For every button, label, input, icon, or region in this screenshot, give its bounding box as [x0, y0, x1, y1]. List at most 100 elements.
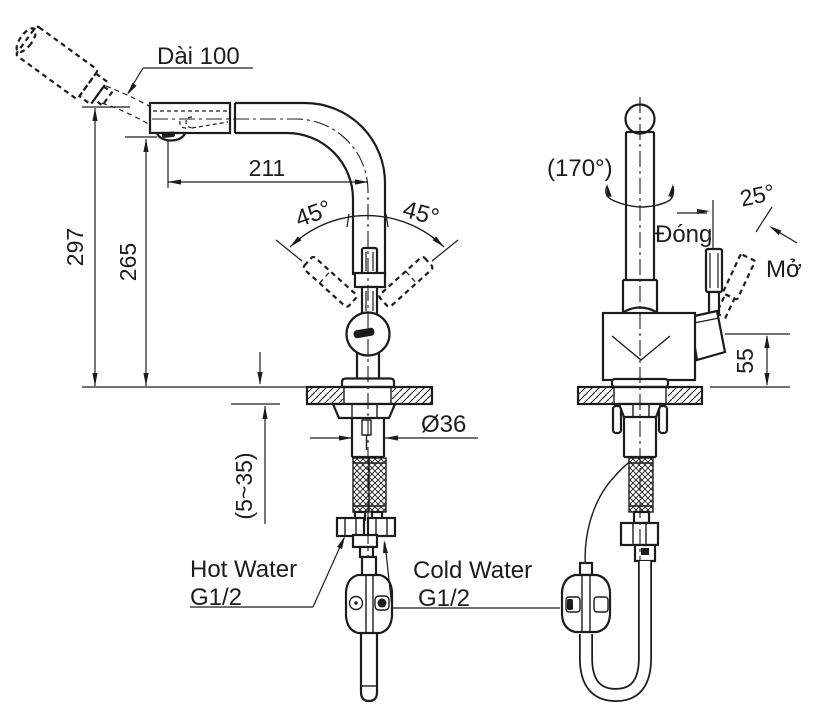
braided-hose-side	[628, 457, 654, 513]
counterweight-pin	[377, 598, 387, 608]
mounting-hardware-front	[331, 402, 397, 578]
cold-water-label: Cold Water	[413, 557, 532, 584]
weight-slot-left	[565, 596, 581, 613]
swing-ext-lines	[275, 239, 459, 262]
counterweight-side	[560, 573, 612, 634]
screw-dot	[354, 601, 358, 605]
dim-outlet-height: 265	[115, 243, 141, 281]
spray-head-tail	[92, 85, 114, 107]
counter-hole-edges2	[613, 387, 667, 404]
hot-leader	[190, 537, 345, 608]
handle-lever-group	[302, 246, 434, 316]
spray-nozzle	[15, 27, 37, 54]
dimensions-side: (170°) Đóng 25° Mở 55	[547, 155, 802, 388]
counter-hatch-right	[392, 388, 431, 403]
braid-bands2	[629, 462, 653, 507]
locknut-side-facets	[632, 404, 650, 417]
supply-nut-cold	[366, 516, 397, 538]
counter-hatch-right2	[668, 388, 701, 403]
locknut	[331, 402, 397, 420]
hose-loop	[560, 561, 652, 703]
valve-body	[601, 306, 697, 389]
pullout-fitting-2	[358, 545, 375, 559]
swing-arc-ticks	[346, 213, 389, 228]
arrowheads-side	[606, 184, 782, 386]
spout-hidden-detail	[153, 110, 229, 129]
counter-hole-edges	[343, 387, 392, 404]
stud-left	[611, 404, 623, 435]
nut-facets-cold	[375, 518, 388, 536]
body-chevron	[611, 335, 671, 361]
pullout-fitting	[351, 533, 379, 549]
lever-open-right	[378, 255, 434, 308]
height-dim-lines	[82, 106, 307, 388]
open-ref-lines	[755, 206, 798, 244]
lever-neck	[360, 285, 379, 316]
lever-base	[353, 271, 387, 289]
body-trunk	[601, 311, 697, 382]
counter-hatch-left	[308, 388, 344, 403]
locknut-facets	[351, 404, 378, 418]
weight-slot-right	[593, 596, 609, 613]
counterweight-channel	[365, 575, 374, 633]
handle-open-label: Mở	[766, 256, 802, 283]
dim-body-outlet-height: 55	[732, 348, 758, 374]
pullout-hose-upper	[584, 458, 635, 574]
spout	[148, 101, 387, 275]
aerator-slot	[161, 131, 176, 138]
loop-core	[580, 561, 651, 701]
dimensions-front: Dài 100 211 297 265 45° 45° Ø36 (5~35) H…	[62, 43, 560, 612]
front-view	[15, 25, 434, 703]
spray-head-collar	[77, 71, 109, 106]
lever-shaft	[360, 246, 379, 276]
reach-dim-lines	[167, 140, 368, 188]
swing-arc	[289, 214, 445, 248]
spout-head	[148, 101, 232, 135]
hot-water-label: Hot Water	[190, 556, 297, 583]
closed-ref-lines	[677, 200, 714, 250]
shank-screw	[361, 419, 372, 436]
countertop-front	[305, 385, 434, 406]
lever-detail-lines	[365, 252, 374, 311]
dim-spout-reach: 211	[249, 155, 286, 181]
fitting-facets	[632, 523, 647, 545]
side-handle	[688, 247, 756, 362]
counterweight-front	[344, 573, 394, 703]
side-view	[560, 103, 756, 703]
dim-shank-diameter: Ø36	[421, 411, 466, 438]
cold-leader	[384, 542, 560, 609]
counterweight-slot	[374, 595, 390, 611]
supply-nut-hot	[335, 516, 366, 538]
dim-swing-right: 45°	[400, 196, 442, 231]
counter-hatch-left2	[579, 388, 613, 403]
spray-length-leader	[127, 67, 253, 94]
handle-closed-lever	[704, 247, 724, 294]
weight-pin-left	[567, 599, 573, 610]
pullout-stem	[360, 555, 378, 578]
hose-collar-side	[632, 510, 651, 525]
dim-handle-angle: 25°	[738, 179, 777, 212]
lever-open-left	[302, 255, 358, 308]
spray-length-label: Dài 100	[157, 43, 240, 70]
hanging-hose	[359, 633, 379, 703]
cold-thread-label: G1/2	[418, 585, 470, 612]
dim-overall-height: 297	[62, 228, 88, 266]
counterweight-screw	[348, 595, 364, 611]
braid-bands	[353, 458, 386, 512]
counterweight-body	[344, 573, 394, 635]
handle-open-dashed	[715, 253, 756, 320]
dim-swing-left: 45°	[292, 195, 335, 233]
handle-closed-label: Đóng	[655, 221, 712, 248]
weight-stem	[578, 561, 594, 577]
spout-tube-outer	[235, 101, 387, 275]
counterweight-channel2	[581, 575, 591, 632]
spout-tube-inner	[235, 131, 355, 275]
dim-swivel-angle: (170°)	[547, 155, 613, 182]
spray-head-body	[15, 25, 99, 100]
hose-block-slot	[641, 548, 649, 555]
ball-joint-slot	[353, 327, 375, 339]
handle-detail	[709, 253, 719, 288]
stud-right	[657, 404, 669, 435]
